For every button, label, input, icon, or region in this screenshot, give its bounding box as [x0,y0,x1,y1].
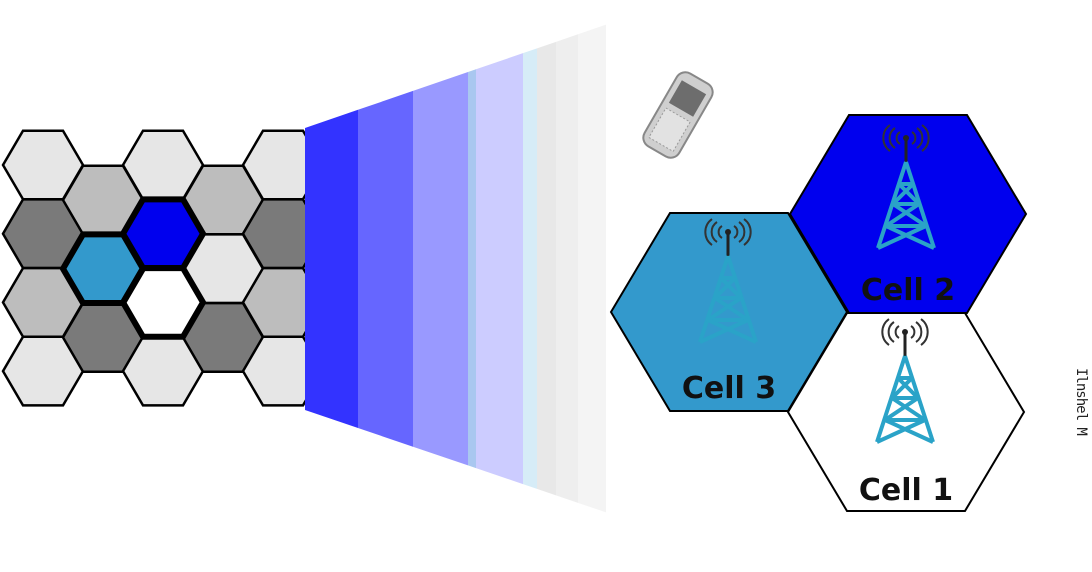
hex-grid [1,129,325,407]
signature: Ilnshel M [1073,368,1089,435]
zoom-projection-funnel [305,24,606,513]
cell-label: Cell 2 [861,273,955,308]
funnel-band [468,69,476,469]
funnel-band [556,34,578,503]
cell-label: Cell 1 [859,473,953,508]
funnel-band [578,24,606,513]
funnel-band [523,48,537,489]
cell-label: Cell 3 [682,371,776,406]
funnel-band [358,90,413,447]
funnel-band [537,41,556,496]
zoomed-cells: Cell 2 Cell 3 Cell 1 [609,114,1028,512]
cluster-outline [119,265,207,340]
funnel-band [413,72,468,466]
funnel-band [476,53,523,485]
funnel-band [305,109,358,429]
mobile-phone-icon [642,71,714,159]
cell-hexagon-3 [786,312,1026,512]
